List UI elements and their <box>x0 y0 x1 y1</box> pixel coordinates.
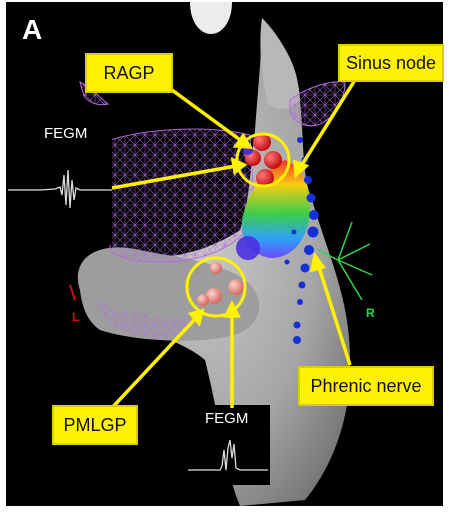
phrenic-nerve-label: Phrenic nerve <box>298 366 434 406</box>
sinus-node-label-text: Sinus node <box>346 53 436 74</box>
ragp-label-text: RAGP <box>103 63 154 84</box>
phrenic-nerve-label-text: Phrenic nerve <box>310 376 421 397</box>
fegm-bottom-label: FEGM <box>205 410 248 427</box>
axis-label-r: R <box>366 306 375 320</box>
pmlgp-label-text: PMLGP <box>63 415 126 436</box>
pmlgp-label: PMLGP <box>52 405 138 445</box>
mesh-overlay <box>110 129 255 262</box>
sinus-node-label: Sinus node <box>338 44 444 82</box>
panel-letter: A <box>22 14 42 46</box>
fegm-top-label: FEGM <box>44 125 87 142</box>
axis-label-l: L <box>72 310 79 324</box>
ragp-label: RAGP <box>85 53 173 93</box>
